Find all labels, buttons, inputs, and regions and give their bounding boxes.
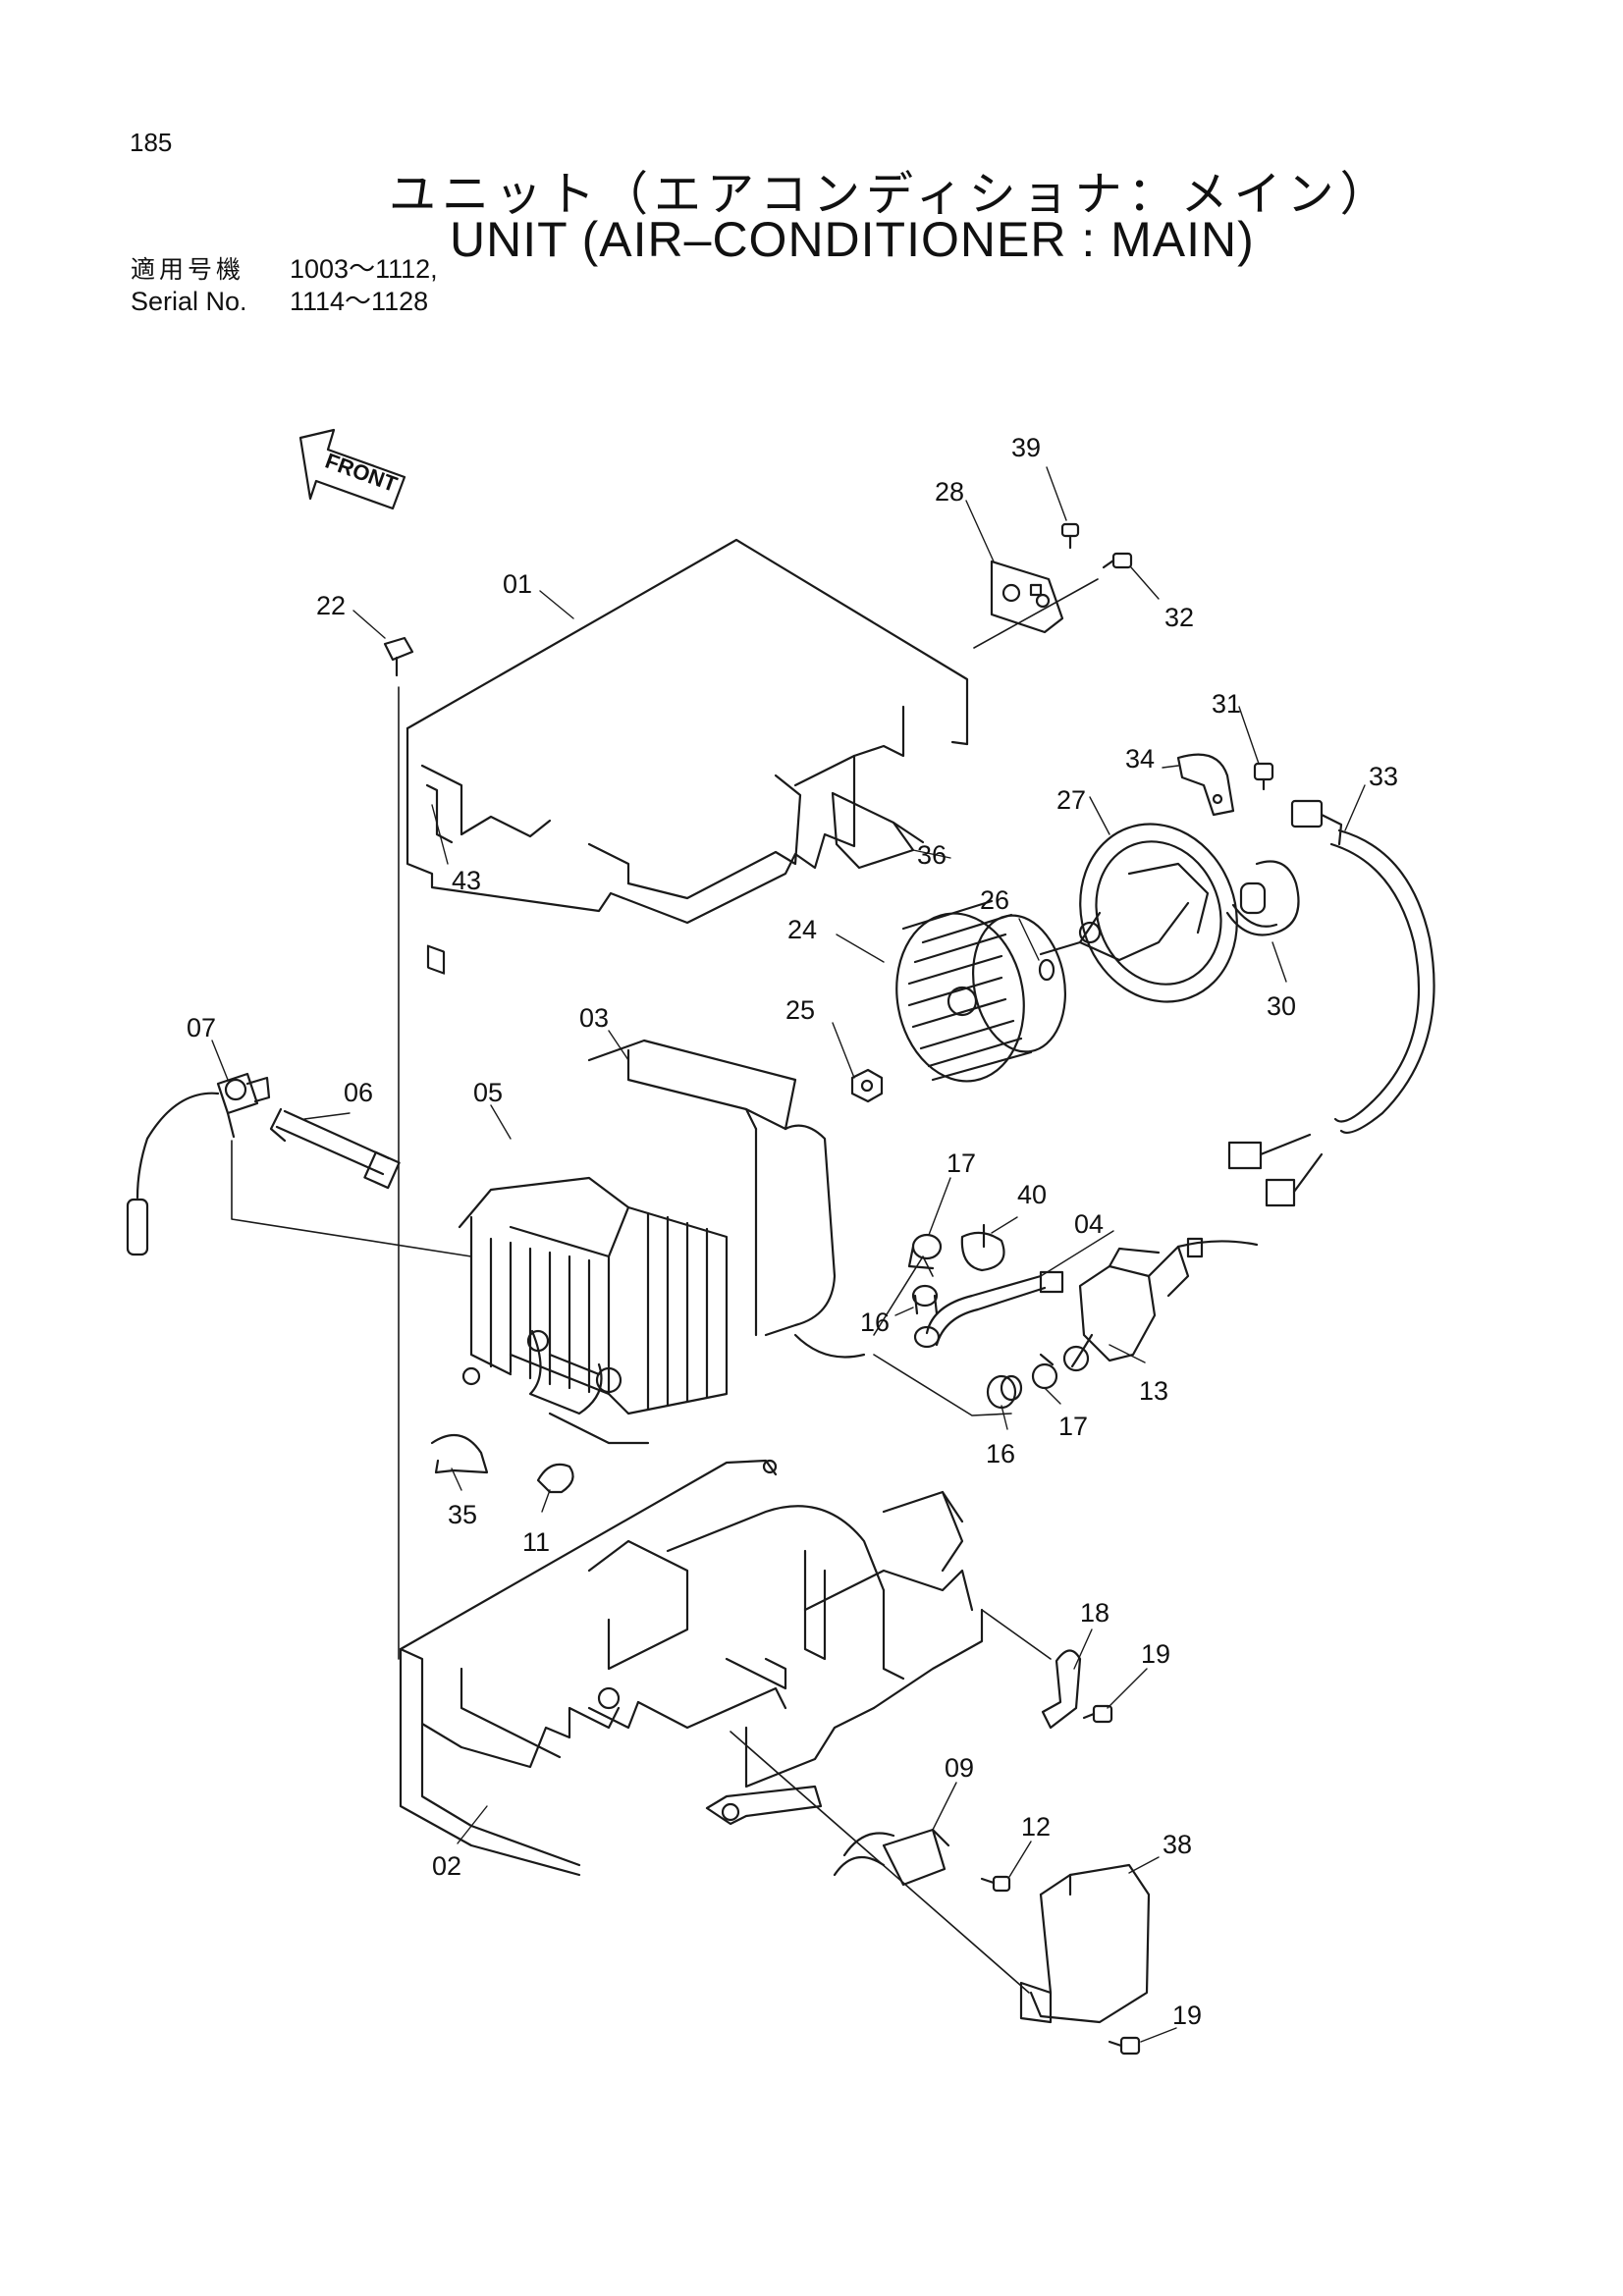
harness-part-30 <box>1225 860 1300 936</box>
callout-11: 11 <box>522 1527 550 1557</box>
thermostat-part-09 <box>705 1785 950 1887</box>
clamp-part-11 <box>536 1463 574 1494</box>
callout-33: 33 <box>1369 762 1398 791</box>
callout-38: 38 <box>1163 1830 1192 1859</box>
serial-block: 適用号機 1003～1112, Serial No. 1114～1128 <box>131 253 438 317</box>
pipe-lines <box>461 1329 866 1445</box>
callout-16-upper: 16 <box>860 1308 890 1337</box>
callout-40: 40 <box>1017 1180 1047 1209</box>
callout-12: 12 <box>1021 1812 1051 1842</box>
callout-19-upper: 19 <box>1141 1639 1170 1669</box>
blower-motor-part-27 <box>1039 823 1238 1003</box>
callout-35: 35 <box>448 1500 477 1529</box>
callout-17-lower: 17 <box>1058 1412 1088 1441</box>
bracket-part-34 <box>1176 753 1235 817</box>
callout-06: 06 <box>344 1078 373 1107</box>
callout-leaders <box>211 466 1366 2043</box>
screw-part-32 <box>1102 552 1133 569</box>
evaporator-part-03 <box>587 1039 837 1337</box>
callout-labels: 39 28 32 01 22 31 34 33 27 36 43 26 24 3… <box>187 433 1398 2030</box>
serial-value-1: 1003～1112, <box>290 254 438 284</box>
callout-26: 26 <box>980 885 1009 915</box>
callout-43: 43 <box>452 866 481 895</box>
serial-value-2: 1114～1128 <box>290 287 429 316</box>
callout-17-upper: 17 <box>947 1148 976 1178</box>
duct-part-36 <box>831 791 925 870</box>
title-english: UNIT (AIR–CONDITIONER : MAIN) <box>450 212 1255 267</box>
clamp-part-40 <box>960 1223 1005 1272</box>
callout-05: 05 <box>473 1078 503 1107</box>
expansion-valve-part-07 <box>126 1072 271 1256</box>
oring-part-17-upper <box>907 1233 943 1270</box>
lower-case-part-02 <box>399 1459 984 1877</box>
callout-36: 36 <box>917 840 947 870</box>
callout-19-lower: 19 <box>1172 2001 1202 2030</box>
upper-case-part-01 <box>406 538 969 975</box>
serial-label-en: Serial No. <box>131 287 247 316</box>
callout-07: 07 <box>187 1013 216 1042</box>
title-japanese: ユニット（エアコンディショナ：メイン） <box>389 167 1393 222</box>
screw-part-31 <box>1253 762 1274 791</box>
nut-part-25 <box>850 1068 884 1103</box>
screw-part-19-upper <box>1082 1704 1113 1724</box>
bracket-part-18 <box>1041 1649 1082 1730</box>
callout-09: 09 <box>945 1753 974 1783</box>
oring-part-17-lower <box>1031 1353 1058 1390</box>
callout-24: 24 <box>787 915 817 944</box>
evaporator-part-05 <box>458 1176 729 1415</box>
serial-row-en: Serial No. 1114～1128 <box>131 286 438 317</box>
callout-28: 28 <box>935 477 964 507</box>
harness-part-33 <box>1227 799 1435 1207</box>
callout-32: 32 <box>1164 603 1194 632</box>
callout-13: 13 <box>1139 1376 1168 1406</box>
callout-01: 01 <box>503 569 532 599</box>
callout-27: 27 <box>1056 785 1086 815</box>
callout-31: 31 <box>1212 689 1241 719</box>
washer-part-26 <box>1038 958 1055 982</box>
pipe-part-06 <box>269 1107 401 1190</box>
serial-label-jp: 適用号機 <box>131 255 245 284</box>
serial-row-jp: 適用号機 1003～1112, <box>131 253 438 286</box>
front-arrow-label: FRONT <box>322 449 401 498</box>
callout-22: 22 <box>316 591 346 620</box>
callout-30: 30 <box>1267 991 1296 1021</box>
callout-02: 02 <box>432 1851 461 1881</box>
callout-04: 04 <box>1074 1209 1104 1239</box>
screw-part-12 <box>980 1875 1011 1893</box>
front-arrow: FRONT <box>298 428 406 510</box>
oring-part-16-lower <box>986 1374 1023 1410</box>
callout-18: 18 <box>1080 1598 1109 1628</box>
callout-16-lower: 16 <box>986 1439 1015 1468</box>
screw-part-39 <box>1060 522 1080 550</box>
callout-03: 03 <box>579 1003 609 1033</box>
callout-25: 25 <box>785 995 815 1025</box>
callout-39: 39 <box>1011 433 1041 462</box>
oring-part-16 <box>911 1284 941 1349</box>
clamp-part-35 <box>430 1433 489 1474</box>
screw-part-19-lower <box>1108 2036 1141 2056</box>
valve-block-part-13 <box>1062 1237 1259 1372</box>
fan-wheel-part-24 <box>895 899 1067 1083</box>
page-number: 185 <box>130 128 173 157</box>
pipe-part-04 <box>925 1270 1064 1347</box>
bolt-part-22 <box>383 636 414 677</box>
callout-34: 34 <box>1125 744 1155 774</box>
cover-part-38 <box>1019 1863 1151 2024</box>
resistor-part-28 <box>990 560 1064 634</box>
